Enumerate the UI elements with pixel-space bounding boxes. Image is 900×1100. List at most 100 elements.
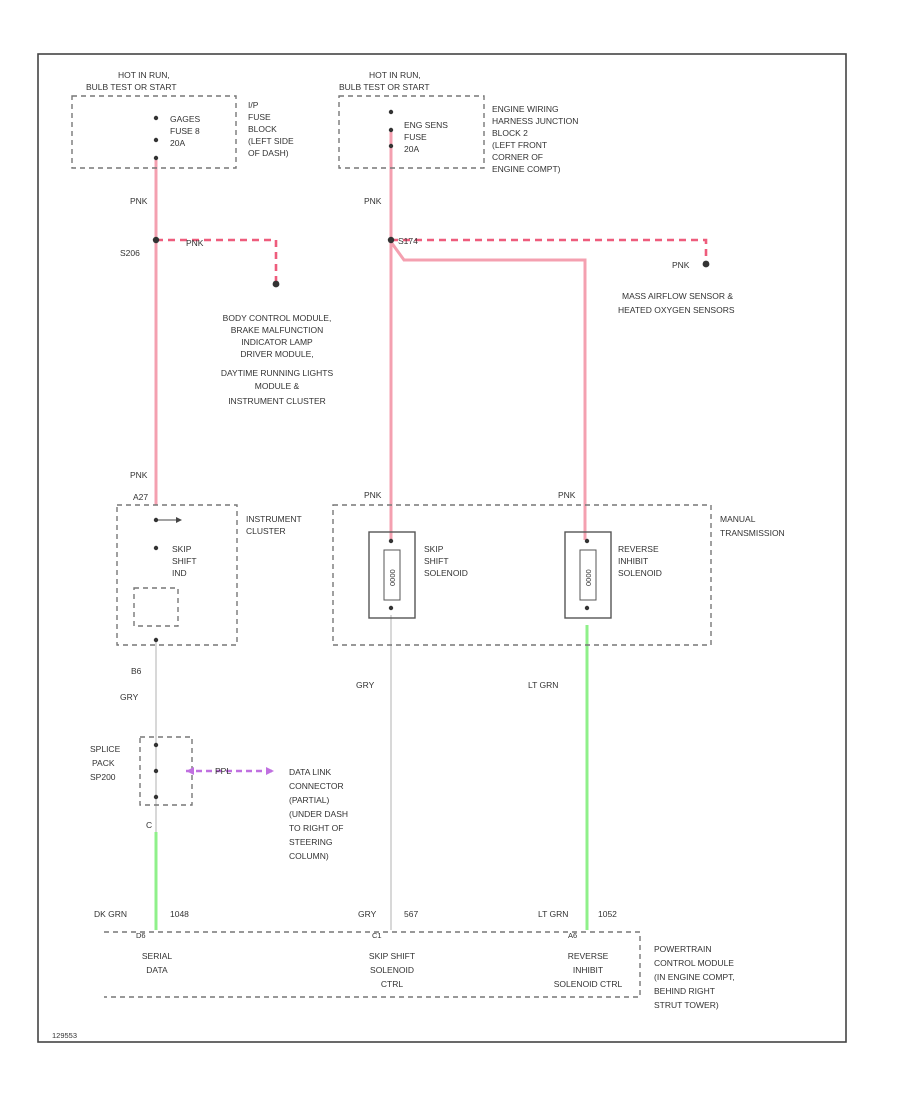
skip-sol-dot-bot [388,605,394,611]
pcm-line-3: (IN ENGINE COMPT, [654,972,735,982]
pcm-pin-a6: A6 [568,931,577,940]
wire-label-lt-grn-mid: LT GRN [528,680,558,690]
fuse-left-loc-4: (LEFT SIDE [248,136,294,146]
mass-airflow-line-2: HEATED OXYGEN SENSORS [618,305,735,315]
pcm-skip-line-1: SKIP SHIFT [369,951,415,961]
pcm-reverse-line-2: INHIBIT [573,965,603,975]
data-link-line-1: DATA LINK [289,767,332,777]
cluster-dot-2 [153,545,159,551]
skip-solenoid-coil [383,549,401,601]
fuse-left-loc-5: OF DASH) [248,148,289,158]
splice-s174-dot [387,236,395,244]
fuse-right-header-1: HOT IN RUN, [369,70,421,80]
pcm-reverse-line-3: SOLENOID CTRL [554,979,623,989]
ppl-arrowtail-icon [186,767,194,775]
instrument-cluster-line-2: CLUSTER [246,526,286,536]
terminal-dots [152,109,710,800]
fuse-right-fuse-3: 20A [404,144,419,154]
fuse-left-loc-3: BLOCK [248,124,277,134]
splice-label-s206: S206 [120,248,140,258]
manual-transmission-box [332,504,712,646]
data-link-line-3: (PARTIAL) [289,795,329,805]
splice-pack-line-1: SPLICE [90,744,121,754]
fuse-left-dot-bot [153,155,159,161]
circuit-label-567: 567 [404,909,418,919]
rev-sol-dot-bot [584,605,590,611]
wire-pnk-dashed-left [156,238,278,282]
wire-label-pnk-far-right: PNK [672,260,690,270]
reverse-solenoid-line-2: INHIBIT [618,556,648,566]
wire-label-pnk-dash-left: PNK [186,238,204,248]
mass-airflow-terminal [702,260,710,268]
body-control-line-3: INDICATOR LAMP [241,337,313,347]
skip-solenoid-line-3: SOLENOID [424,568,468,578]
wire-label-gry-mid: GRY [356,680,375,690]
pcm-serial-line-2: DATA [146,965,168,975]
cluster-arrowhead-icon [176,517,182,523]
pcm-line-1: POWERTRAIN [654,944,711,954]
body-control-line-5: DAYTIME RUNNING LIGHTS [221,368,334,378]
fuse-right-loc-2: HARNESS JUNCTION [492,116,578,126]
pin-label-b6: B6 [131,666,142,676]
data-link-line-7: COLUMN) [289,851,329,861]
splice-pack-dot-1 [153,742,159,748]
pcm-skip-line-2: SOLENOID [370,965,414,975]
body-control-terminal [272,280,280,288]
mass-airflow-line-1: MASS AIRFLOW SENSOR & [622,291,733,301]
reverse-solenoid-code: 0000 [584,569,593,586]
fuse-left-header-1: HOT IN RUN, [118,70,170,80]
skip-solenoid-line-2: SHIFT [424,556,449,566]
pcm-line-4: BEHIND RIGHT [654,986,715,996]
splice-label-s174: S174 [398,236,418,246]
skip-shift-ind-1: SKIP [172,544,192,554]
data-link-line-5: TO RIGHT OF [289,823,343,833]
fuse-left-loc-1: I/P [248,100,259,110]
pcm-serial-line-1: SERIAL [142,951,173,961]
splice-s206-dot [152,236,160,244]
fuse-left-dot-mid [153,137,159,143]
instrument-cluster-box [116,504,238,646]
ppl-arrowhead-icon [266,767,274,775]
skip-shift-ind-3: IND [172,568,187,578]
skip-solenoid-code: 0000 [388,569,397,586]
splice-pack-box [139,736,193,806]
reverse-solenoid-line-3: SOLENOID [618,568,662,578]
wire-layer [154,132,708,930]
fuse-left-fuse-2: FUSE 8 [170,126,200,136]
fuse-right-loc-6: ENGINE COMPT) [492,164,561,174]
body-control-line-2: BRAKE MALFUNCTION [231,325,324,335]
manual-trans-line-2: TRANSMISSION [720,528,785,538]
wire-label-lt-grn-bottom: LT GRN [538,909,568,919]
data-link-line-2: CONNECTOR [289,781,344,791]
fuse-right-dot-mid [388,127,394,133]
wire-label-pnk-rev-sol: PNK [558,490,576,500]
instrument-cluster-line-1: INSTRUMENT [246,514,302,524]
wire-label-gry-left: GRY [120,692,139,702]
data-link-line-4: (UNDER DASH [289,809,348,819]
pcm-skip-line-3: CTRL [381,979,403,989]
wire-pnk-dashed-right [391,238,708,262]
splice-pack-dot-2 [153,768,159,774]
wire-label-dk-grn: DK GRN [94,909,127,919]
fuse-right-header-2: BULB TEST OR START [339,82,430,92]
fuse-right-loc-1: ENGINE WIRING [492,104,559,114]
fuse-right-dot-top [388,109,394,115]
wire-label-pnk-cluster: PNK [130,470,148,480]
skip-sol-dot-top [388,538,394,544]
rev-sol-dot-top [584,538,590,544]
body-control-line-4: DRIVER MODULE, [240,349,313,359]
skip-ind-inner-box [133,587,179,627]
fuse-left-box [71,95,237,169]
body-control-line-6: MODULE & [255,381,300,391]
pcm-pin-d6: D6 [136,931,146,940]
diagram-frame [37,53,847,1043]
wire-label-pnk-skip-sol: PNK [364,490,382,500]
pcm-line-5: STRUT TOWER) [654,1000,719,1010]
pcm-line-2: CONTROL MODULE [654,958,734,968]
splice-pack-line-2: PACK [92,758,115,768]
skip-shift-ind-2: SHIFT [172,556,197,566]
pcm-box [104,931,641,998]
reverse-inhibit-solenoid-box [564,531,612,619]
skip-shift-solenoid-box [368,531,416,619]
manual-trans-line-1: MANUAL [720,514,756,524]
